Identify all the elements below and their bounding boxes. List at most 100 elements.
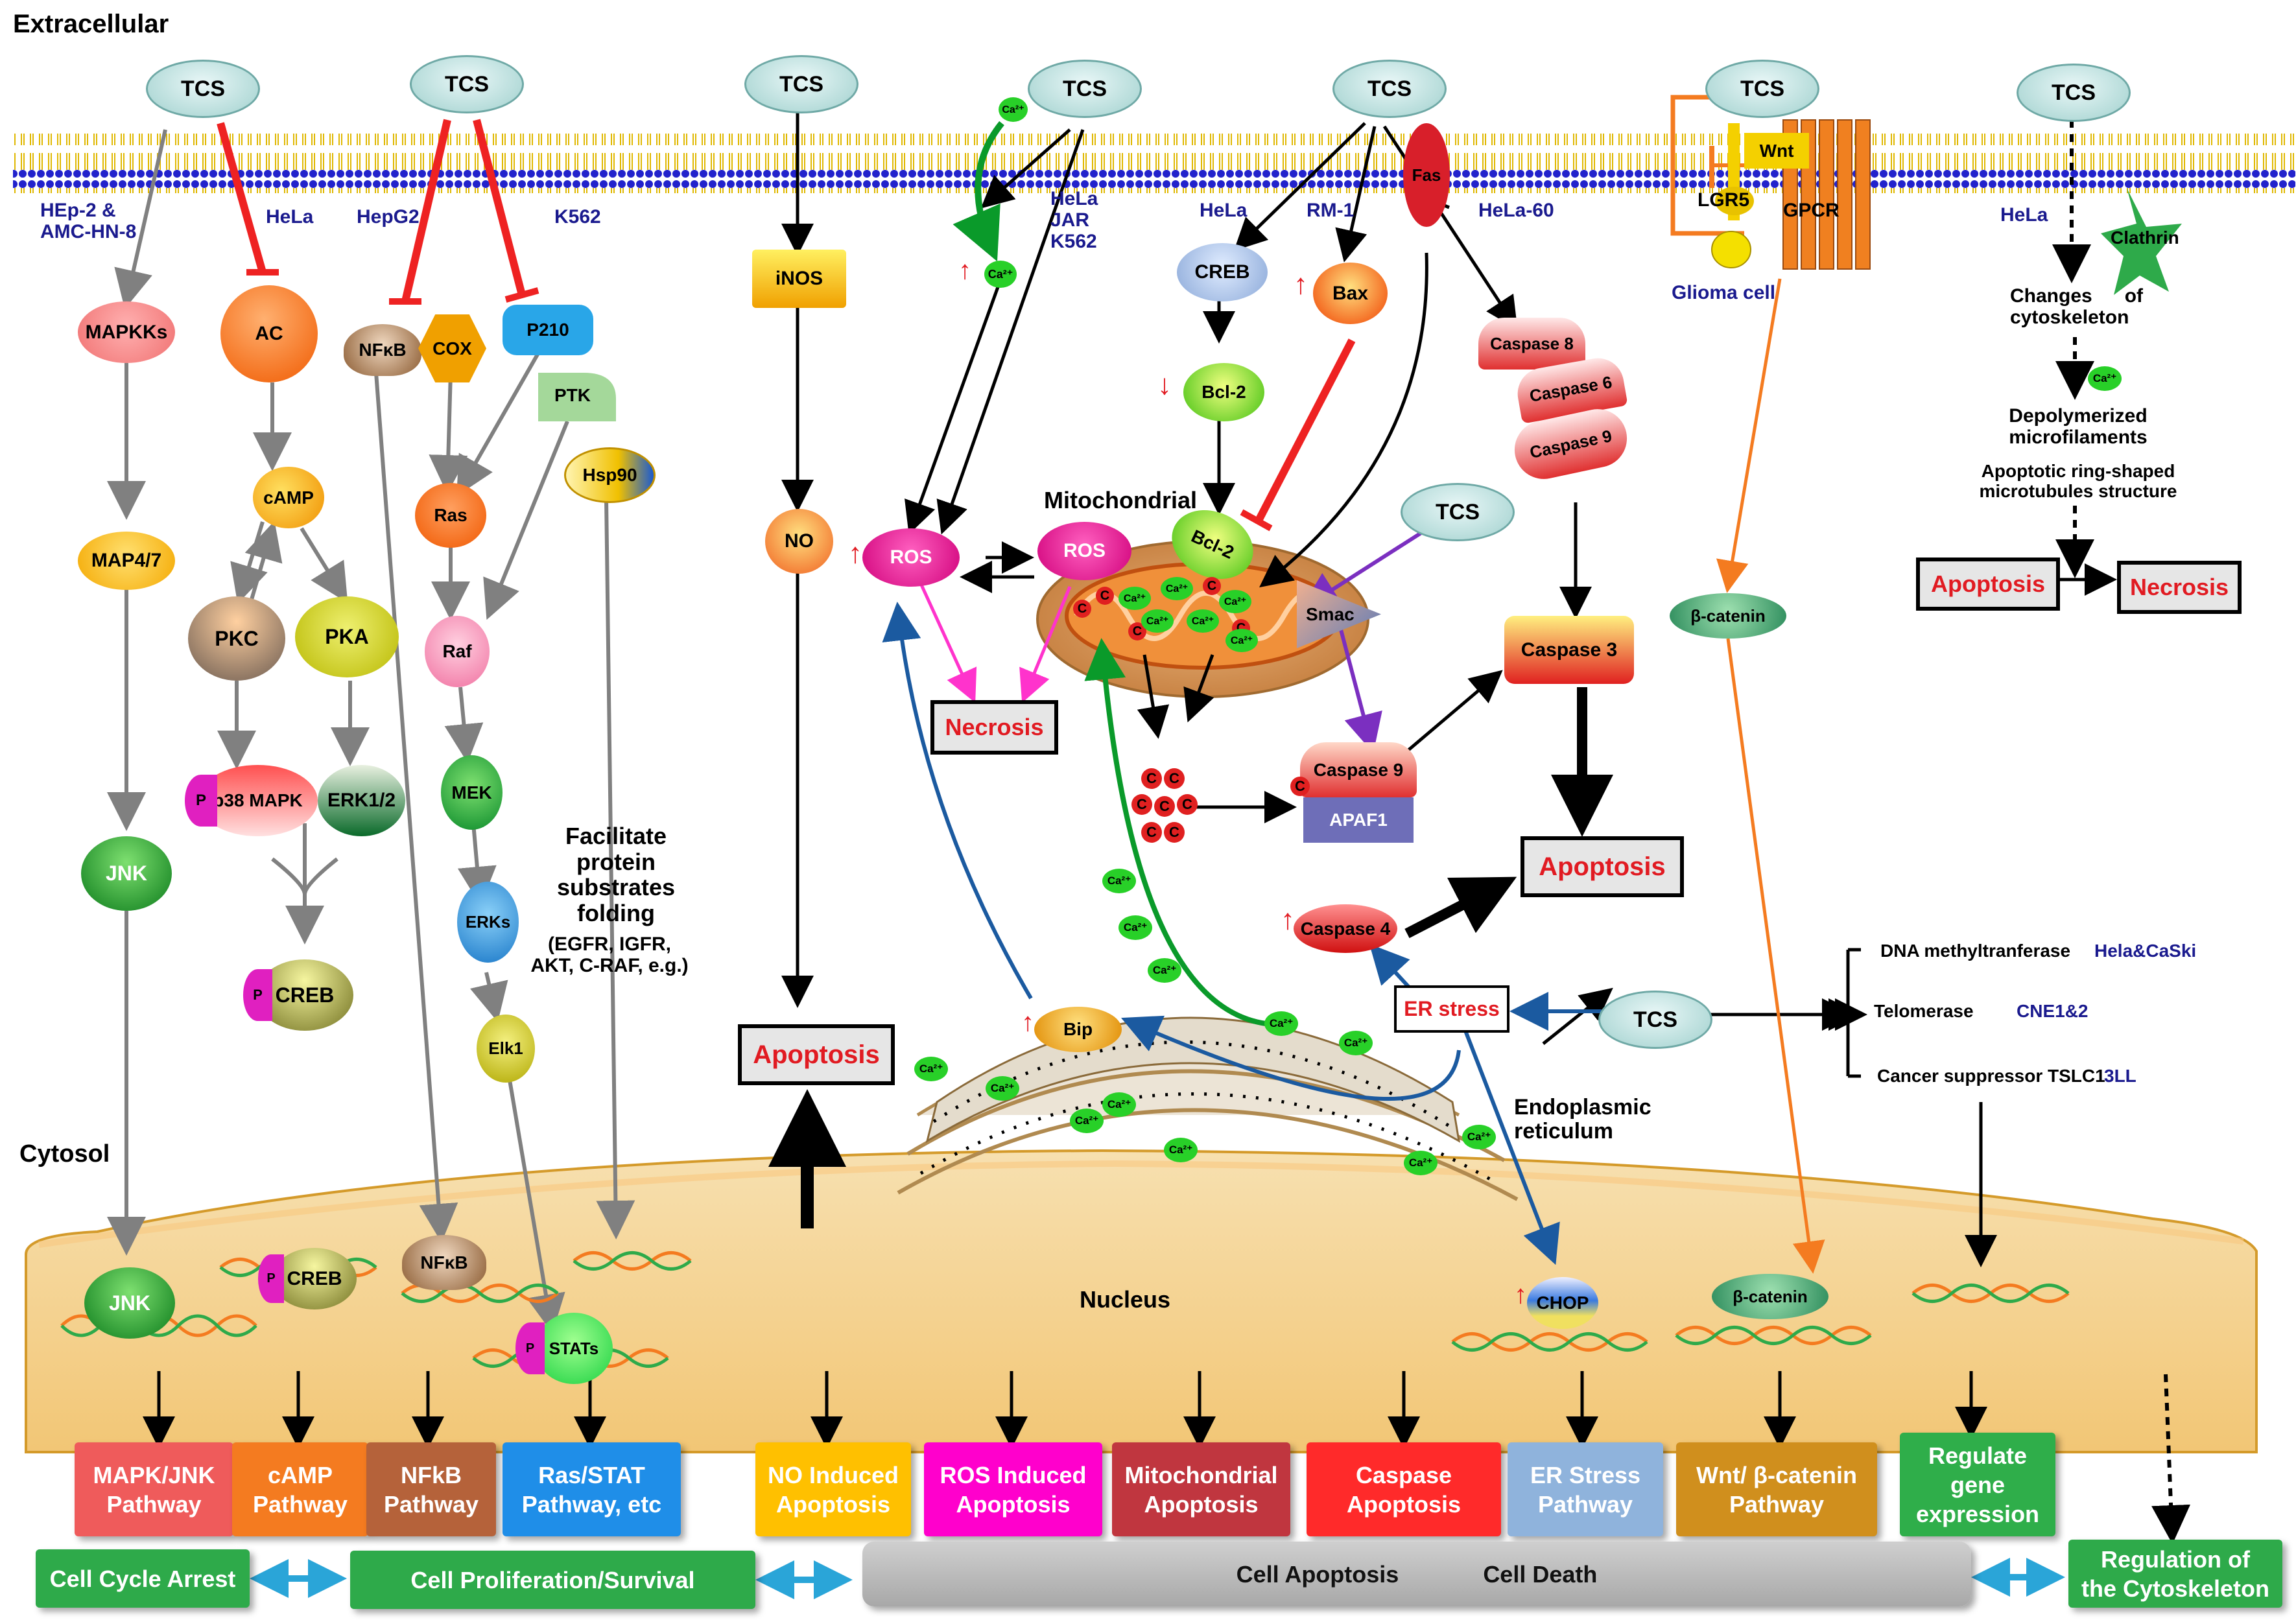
calcium-ion: Ca²⁺ — [1264, 1011, 1298, 1036]
pathway-box: Mitochondrial Apoptosis — [1112, 1442, 1290, 1536]
calcium-ion: Ca²⁺ — [1148, 958, 1181, 983]
plasma-membrane — [13, 134, 2295, 193]
down-arrow-marker: ↓ — [1157, 369, 1172, 401]
caspase8-node: Caspase 8 — [1478, 318, 1585, 370]
cytochrome-c: C — [1073, 600, 1091, 618]
creb-node: CREB — [1177, 243, 1268, 301]
dotted-arrows — [2052, 120, 2191, 1544]
creb-nucleus-node: CREB — [272, 1248, 357, 1309]
pathway-box: ER Stress Pathway — [1508, 1442, 1663, 1536]
necrosis-box: Necrosis — [2117, 561, 2242, 614]
cytosol-label: Cytosol — [19, 1140, 110, 1168]
erk12-node: ERK1/2 — [318, 765, 405, 836]
cancer-suppressor-cells: 3LL — [2104, 1066, 2136, 1086]
ptk-shape — [538, 373, 616, 421]
beta-catenin-nucleus-node: β-catenin — [1712, 1274, 1829, 1319]
tcs-node: TCS — [410, 55, 524, 113]
apoptosis-box: Apoptosis — [1916, 558, 2060, 611]
calcium-ion: Ca²⁺ — [1187, 609, 1219, 633]
cytochrome-c: C — [1096, 587, 1114, 605]
calcium-ion: Ca²⁺ — [1102, 1092, 1136, 1117]
calcium-ion: Ca²⁺ — [1118, 587, 1151, 610]
cellline-hela: HeLa — [2000, 204, 2048, 226]
up-arrow-marker: ↑ — [958, 256, 971, 285]
cellline-hepg2: HepG2 — [357, 206, 420, 228]
apoptotic-ring-text: Apoptotic ring-shaped microtubules struc… — [1979, 461, 2177, 501]
calcium-ion: Ca²⁺ — [984, 261, 1017, 288]
nfkb-nucleus-node: NFκB — [402, 1235, 486, 1290]
cellline-hep2: HEp-2 & AMC-HN-8 — [40, 200, 137, 242]
cell-apoptosis-death-box: Cell Apoptosis Cell Death — [862, 1542, 1971, 1606]
cytoskeleton-regulation-box: Regulation of the Cytoskeleton — [2068, 1540, 2282, 1608]
necrosis-box: Necrosis — [930, 700, 1058, 755]
p210-node: P210 — [503, 305, 593, 355]
fas-label: Fas — [1412, 165, 1441, 185]
dna-meth-cells: Hela&CaSki — [2094, 941, 2197, 961]
calcium-ion: Ca²⁺ — [1225, 629, 1258, 652]
tcs-node: TCS — [1401, 483, 1515, 541]
phospho-marker: P — [258, 1254, 284, 1303]
phospho-marker: P — [515, 1322, 545, 1374]
cellline-glioma: Glioma cell — [1672, 282, 1776, 303]
apoptosis-box: Apoptosis — [738, 1024, 895, 1085]
cellline-hela: HeLa — [266, 206, 314, 228]
calcium-ion: Ca²⁺ — [1164, 1138, 1198, 1162]
depolymerized-text: Depolymerized microfilaments — [2009, 405, 2148, 448]
caspase4-node: Caspase 4 — [1294, 904, 1397, 953]
p38-mapk-node: p38 MAPK — [198, 765, 318, 836]
pathway-box: Ras/STAT Pathway, etc — [503, 1442, 681, 1536]
cox-node: COX — [418, 314, 486, 382]
tcs-node: TCS — [744, 55, 858, 113]
up-arrow-marker: ↑ — [1294, 268, 1308, 300]
ac-node: AC — [220, 285, 318, 382]
camp-node: cAMP — [253, 467, 324, 528]
bip-node: Bip — [1034, 1007, 1122, 1052]
calcium-ion: Ca²⁺ — [1141, 609, 1174, 633]
er-stress-box: ER stress — [1394, 985, 1509, 1033]
calcium-ion: Ca²⁺ — [1462, 1125, 1496, 1149]
tcs-node: TCS — [1332, 60, 1447, 118]
ros-node: ROS — [862, 528, 960, 587]
fas-receptor — [1403, 123, 1450, 227]
nucleus-label: Nucleus — [1079, 1286, 1171, 1313]
pathway-box: Wnt/ β-catenin Pathway — [1676, 1442, 1877, 1536]
calcium-ion: Ca²⁺ — [1102, 869, 1136, 893]
pathway-box: NO Induced Apoptosis — [755, 1442, 911, 1536]
down-arrows — [143, 1371, 1987, 1449]
pka-node: PKA — [295, 596, 399, 677]
gray-arrows — [107, 129, 635, 1333]
cellline-hela: HeLa — [1200, 200, 1248, 221]
apaf1-node: APAF1 — [1303, 797, 1414, 843]
creb-node: CREB — [256, 959, 353, 1031]
telomerase-label: Telomerase — [1874, 1001, 1974, 1021]
pathway-box: Caspase Apoptosis — [1307, 1442, 1501, 1536]
telomerase-cells: CNE1&2 — [2017, 1001, 2089, 1021]
pathway-box: cAMP Pathway — [232, 1442, 368, 1536]
calcium-ion: Ca²⁺ — [2088, 366, 2122, 391]
phospho-marker: P — [243, 969, 272, 1021]
hsp90-node: Hsp90 — [564, 447, 656, 503]
clathrin-label: Clathrin — [2111, 228, 2179, 248]
er-label: Endoplasmic reticulum — [1514, 1095, 1651, 1144]
pathway-box: MAPK/JNK Pathway — [75, 1442, 233, 1536]
cell-cycle-arrest-box: Cell Cycle Arrest — [36, 1549, 250, 1608]
cytochrome-c: C — [1164, 768, 1185, 789]
no-node: NO — [765, 509, 833, 574]
bcl2-node: Bcl-2 — [1183, 363, 1264, 421]
cytochrome-c: C — [1177, 794, 1198, 815]
clathrin-shape — [2101, 188, 2182, 295]
cellline-rm1: RM-1 — [1307, 200, 1355, 221]
dna-methyltransferase-label: DNA methyltranferase — [1880, 941, 2071, 961]
cell-apoptosis-label: Cell Apoptosis — [1236, 1560, 1399, 1588]
beta-catenin-node: β-catenin — [1670, 593, 1786, 639]
calcium-ion: Ca²⁺ — [1070, 1109, 1104, 1133]
up-arrow-marker: ↑ — [1281, 904, 1295, 935]
cell-death-label: Cell Death — [1483, 1560, 1598, 1588]
gpcr-label: GPCR — [1783, 200, 1840, 221]
up-arrow-marker: ↑ — [1514, 1280, 1527, 1309]
cytoskeleton-change-text: Changes of cytoskeleton — [2010, 285, 2144, 328]
apoptosis-box: Apoptosis — [1521, 836, 1684, 897]
wnt-node: Wnt — [1744, 133, 1809, 169]
calcium-ion: Ca²⁺ — [986, 1076, 1019, 1101]
